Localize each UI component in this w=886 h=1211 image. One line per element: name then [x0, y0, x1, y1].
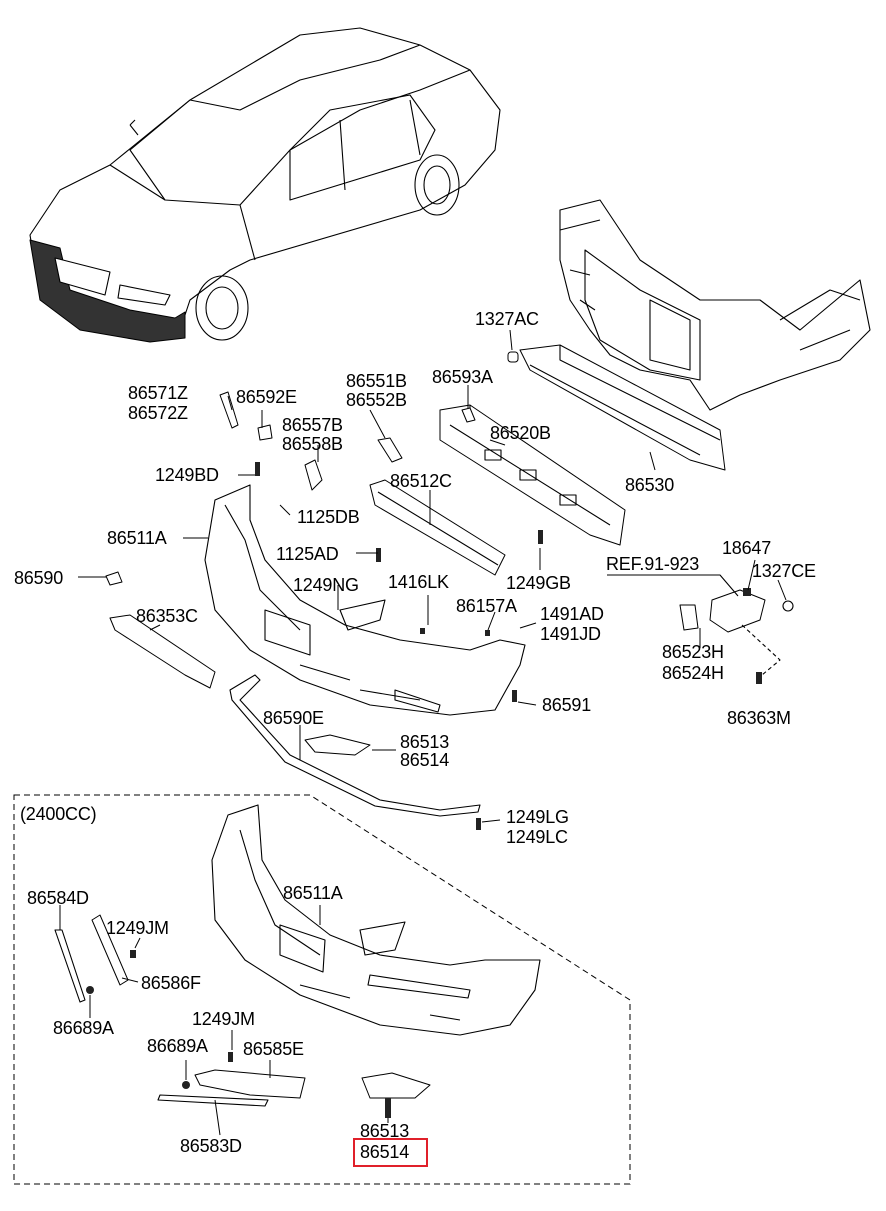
part-label-1249gb[interactable]: 1249GB: [506, 573, 571, 593]
part-label-1416lk[interactable]: 1416LK: [388, 572, 449, 592]
bumper-cover-2400cc-illustration: [211, 804, 541, 1036]
part-label-86591[interactable]: 86591: [542, 695, 592, 715]
part-label-86353c[interactable]: 86353C: [136, 606, 198, 626]
fog-lamp-bracket-illustration: [607, 574, 794, 684]
part-label-86558b[interactable]: 86558B: [282, 434, 343, 454]
bumper-beam-illustration: [507, 344, 726, 471]
part-label-86689a-lower[interactable]: 86689A: [147, 1036, 208, 1056]
part-label-1125ad[interactable]: 1125AD: [276, 544, 339, 564]
part-label-86590[interactable]: 86590: [14, 568, 64, 588]
part-label-86571z[interactable]: 86571Z: [128, 383, 188, 403]
car-illustration: [29, 27, 501, 343]
part-label-1249ng[interactable]: 1249NG: [293, 575, 359, 595]
part-label-1249lc[interactable]: 1249LC: [506, 827, 568, 847]
part-label-1491ad[interactable]: 1491AD: [540, 604, 604, 624]
part-label-86593a[interactable]: 86593A: [432, 367, 493, 387]
variant-section-frame: [13, 794, 631, 1185]
part-label-1249jm-lower[interactable]: 1249JM: [192, 1009, 255, 1029]
part-label-86514[interactable]: 86514: [400, 750, 450, 770]
radiator-support-illustration: [559, 199, 871, 411]
part-label-86551b[interactable]: 86551B: [346, 371, 407, 391]
part-label-1491jd[interactable]: 1491JD: [540, 624, 601, 644]
part-label-86363m[interactable]: 86363M: [727, 708, 791, 728]
part-label-86511a-2400cc[interactable]: 86511A: [283, 883, 343, 903]
part-label-86689a[interactable]: 86689A: [53, 1018, 114, 1038]
part-label-86513-2400cc[interactable]: 86513: [360, 1121, 410, 1141]
part-label-86584d[interactable]: 86584D: [27, 888, 89, 908]
part-label-86552b[interactable]: 86552B: [346, 390, 407, 410]
grille-illustration: [369, 479, 506, 576]
section-label-2400cc: (2400CC): [20, 804, 97, 824]
part-label-1249lg[interactable]: 1249LG: [506, 807, 569, 827]
part-label-86520b[interactable]: 86520B: [490, 423, 551, 443]
part-label-86514-2400cc[interactable]: 86514: [360, 1142, 410, 1162]
highlight-box-86514: [353, 1138, 428, 1167]
part-label-86585e[interactable]: 86585E: [243, 1039, 304, 1059]
leader-lines: [59, 329, 787, 1136]
part-label-1327ce[interactable]: 1327CE: [752, 561, 816, 581]
small-brackets-illustration: [219, 391, 543, 562]
part-label-18647[interactable]: 18647: [722, 538, 772, 558]
part-label-86530[interactable]: 86530: [625, 475, 675, 495]
part-label-86512c[interactable]: 86512C: [390, 471, 452, 491]
part-label-86157a[interactable]: 86157A: [456, 596, 517, 616]
part-label-86586f[interactable]: 86586F: [141, 973, 201, 993]
part-label-1249bd[interactable]: 1249BD: [155, 465, 219, 485]
part-label-86511a[interactable]: 86511A: [107, 528, 167, 548]
lower-strip-illustration: [105, 571, 517, 830]
lower-trim-parts-illustration: [54, 914, 431, 1118]
ref-label: REF.91-923: [606, 554, 700, 574]
part-label-86523h[interactable]: 86523H: [662, 642, 724, 662]
bumper-cover-illustration: [204, 484, 526, 716]
part-label-86572z[interactable]: 86572Z: [128, 403, 188, 423]
part-label-86524h[interactable]: 86524H: [662, 663, 724, 683]
part-label-1125db[interactable]: 1125DB: [297, 507, 360, 527]
part-label-86513[interactable]: 86513: [400, 732, 450, 752]
part-label-86590e[interactable]: 86590E: [263, 708, 324, 728]
part-label-1249jm[interactable]: 1249JM: [106, 918, 169, 938]
part-label-1327ac[interactable]: 1327AC: [475, 309, 539, 329]
part-label-86557b[interactable]: 86557B: [282, 415, 343, 435]
part-label-86592e[interactable]: 86592E: [236, 387, 297, 407]
part-label-86583d[interactable]: 86583D: [180, 1136, 242, 1156]
